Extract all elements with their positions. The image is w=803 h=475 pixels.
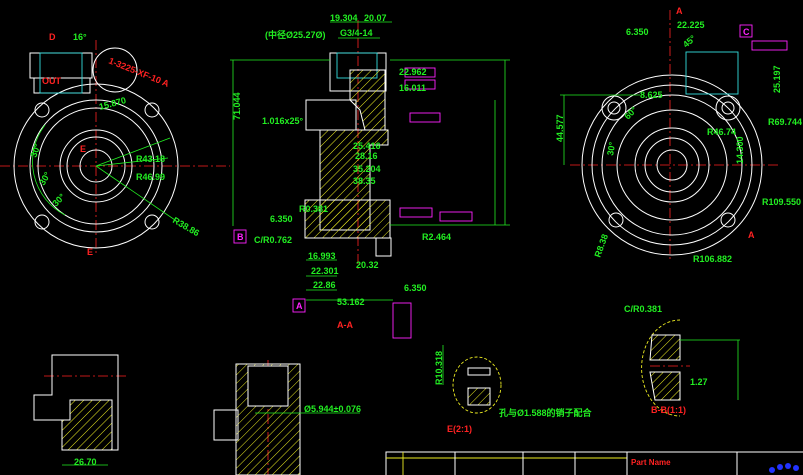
dim-53-162: 53.162 <box>337 297 365 307</box>
detail-views: 26.70 Ø5.944±0.076 R10.318 孔与Ø1.588的销子配合… <box>33 304 740 475</box>
dim-6-350-left: 6.350 <box>270 214 293 224</box>
rear-view: A A 22.225 6.350 45° C 8.625 60° 30° R46… <box>555 6 802 264</box>
dim-26-70: 26.70 <box>74 457 97 467</box>
dim-20-07: 20.07 <box>364 13 387 23</box>
dim-6-350: 6.350 <box>626 27 649 37</box>
label-d: D <box>49 32 56 42</box>
dim-r109-550: R109.550 <box>762 197 801 207</box>
dim-22-301: 22.301 <box>311 266 339 276</box>
dim-thread: G3/4-14 <box>340 28 373 38</box>
section-bb-title: B-B(1:1) <box>651 405 686 415</box>
dim-chamfer: 1.016x25° <box>262 116 304 126</box>
pin-note: 孔与Ø1.588的销子配合 <box>499 407 593 418</box>
dim-r46-74: R46.74 <box>707 127 736 137</box>
casting-note: 1-3225-XF-10 A <box>107 56 171 90</box>
dim-44-577: 44.577 <box>555 114 565 142</box>
title-block: Part Name <box>385 451 803 475</box>
dim-25-197: 25.197 <box>772 65 782 93</box>
dim-16-011: 16.011 <box>399 83 426 93</box>
part-name-label: Part Name <box>631 458 671 467</box>
dim-19-304: 19.304 <box>330 13 358 23</box>
dim-angle-30c: 30° <box>50 191 67 208</box>
section-view-aa: A B A-A 19.304 20.07 (中径Ø25.27Ø) G3/4-14… <box>230 13 510 339</box>
dim-15-870: 15.870 <box>98 95 127 112</box>
dim-r46: R46.99 <box>136 172 165 182</box>
section-title-aa: A-A <box>337 320 353 330</box>
dim-angle-30: 30° <box>605 141 617 157</box>
dim-28-16: 28.16 <box>355 151 378 161</box>
dim-r69-744: R69.744 <box>768 117 802 127</box>
detail-e-title: E(2:1) <box>447 424 472 434</box>
chamfer-cr0-381: C/R0.381 <box>624 304 662 314</box>
dim-71-044: 71.044 <box>232 92 242 120</box>
dim-angle-60: 60° <box>622 104 639 121</box>
dim-r2-464: R2.464 <box>422 232 451 242</box>
dim-38-35: 38.35 <box>353 176 376 186</box>
section-marker-a-bottom: A <box>748 230 755 240</box>
dim-r10-318: R10.318 <box>434 351 444 385</box>
dim-r106-882: R106.882 <box>693 254 732 264</box>
dim-r38: R38.86 <box>171 215 201 238</box>
dim-22-962: 22.962 <box>399 67 427 77</box>
dim-r8-38: R8.38 <box>592 233 610 259</box>
dim-35-204: 35.204 <box>353 164 381 174</box>
datum-a: A <box>296 301 303 311</box>
dim-14-300: 14.300 <box>735 136 745 164</box>
label-out: OUT <box>42 76 62 86</box>
front-view: D E E OUT 1-3225-XF-10 A 16° 15.870 R43.… <box>0 32 230 257</box>
label-e-upper: E <box>80 144 86 154</box>
dim-25-416: 25.416 <box>353 141 381 151</box>
datum-c: C <box>743 27 750 37</box>
logo <box>769 463 799 473</box>
dim-8-625: 8.625 <box>640 90 663 100</box>
section-marker-a-top: A <box>676 6 683 16</box>
dim-angle-30b: 30° <box>37 170 53 187</box>
dim-r0-381: R0.381 <box>299 204 328 214</box>
label-e-lower: E <box>87 247 93 257</box>
dim-cr0-762: C/R0.762 <box>254 235 292 245</box>
dim-angle-45: 45° <box>681 33 698 50</box>
datum-b: B <box>237 232 244 242</box>
dim-bore: Ø5.944±0.076 <box>304 404 361 414</box>
dim-6-350-right: 6.350 <box>404 283 427 293</box>
dim-angle-16: 16° <box>73 32 87 42</box>
dim-22-86: 22.86 <box>313 280 336 290</box>
dim-pitch-dia: (中径Ø25.27Ø) <box>265 29 326 40</box>
dim-22-225: 22.225 <box>677 20 705 30</box>
dim-16-993: 16.993 <box>308 251 336 261</box>
dim-r43: R43.18 <box>136 154 165 164</box>
dim-1-27: 1.27 <box>690 377 708 387</box>
dim-angle-30a: 30° <box>28 142 42 159</box>
dim-20-32: 20.32 <box>356 260 379 270</box>
